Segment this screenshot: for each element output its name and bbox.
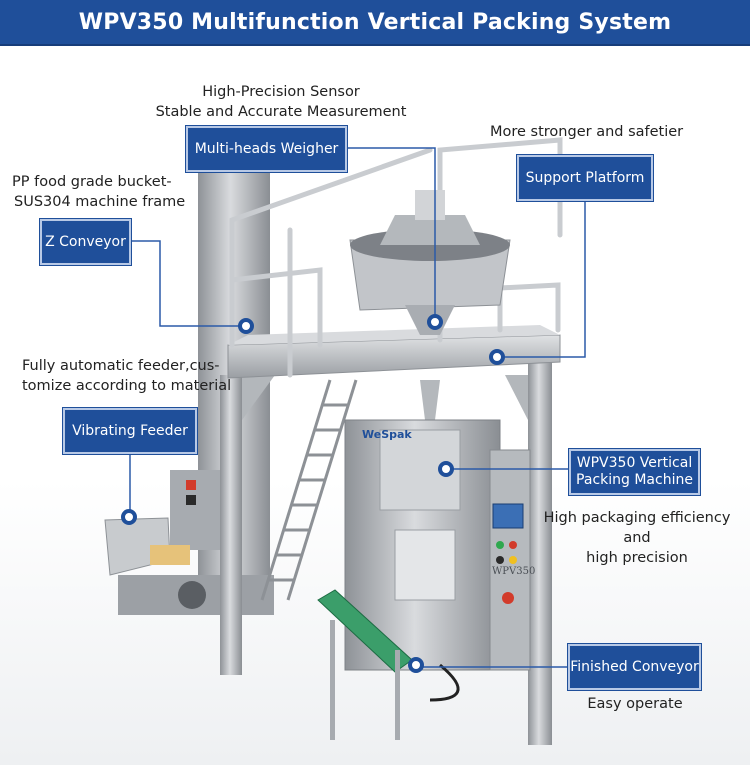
label-support-platform: Support Platform	[517, 155, 653, 201]
page-title: WPV350 Multifunction Vertical Packing Sy…	[78, 9, 672, 35]
note-feeder: Fully automatic feeder,cus- tomize accor…	[22, 356, 232, 396]
note-platform-text: More stronger and safetier	[490, 124, 684, 140]
note-feeder-line1: Fully automatic feeder,cus-	[22, 358, 220, 374]
note-easy: Easy operate	[570, 694, 700, 714]
note-efficiency: High packaging efficiency and high preci…	[528, 508, 746, 568]
note-efficiency-line2: high precision	[586, 550, 688, 566]
label-vibrating-feeder: Vibrating Feeder	[63, 408, 197, 454]
label-vertical-packing-machine: WPV350 Vertical Packing Machine	[569, 449, 700, 495]
label-feeder-text: Vibrating Feeder	[72, 422, 188, 439]
label-support-text: Support Platform	[525, 169, 645, 186]
label-zconveyor-text: Z Conveyor	[45, 233, 126, 250]
note-sensor-line2: Stable and Accurate Measurement	[155, 104, 407, 120]
note-bucket-line2: SUS304 machine frame	[14, 194, 186, 210]
label-vertical-line2: Packing Machine	[576, 472, 693, 488]
label-finished-text: Finished Conveyor	[570, 658, 699, 675]
note-feeder-line2: tomize according to material	[22, 378, 232, 394]
note-platform: More stronger and safetier	[490, 122, 700, 142]
label-multihead-weigher: Multi-heads Weigher	[186, 126, 347, 172]
label-multihead-text: Multi-heads Weigher	[194, 140, 339, 157]
note-sensor-line1: High-Precision Sensor	[202, 84, 360, 100]
machine-brand-logo: WeSpak	[362, 428, 412, 441]
note-bucket: PP food grade bucket- SUS304 machine fra…	[12, 172, 192, 212]
title-banner: WPV350 Multifunction Vertical Packing Sy…	[0, 0, 750, 46]
note-efficiency-line1: High packaging efficiency and	[543, 510, 731, 546]
note-bucket-line1: PP food grade bucket-	[12, 174, 172, 190]
note-easy-text: Easy operate	[587, 696, 683, 712]
machine-model-label: WPV350	[492, 566, 536, 577]
label-vertical-line1: WPV350 Vertical	[576, 455, 693, 471]
label-z-conveyor: Z Conveyor	[40, 219, 131, 265]
note-sensor: High-Precision Sensor Stable and Accurat…	[150, 82, 412, 122]
label-finished-conveyor: Finished Conveyor	[568, 644, 701, 690]
